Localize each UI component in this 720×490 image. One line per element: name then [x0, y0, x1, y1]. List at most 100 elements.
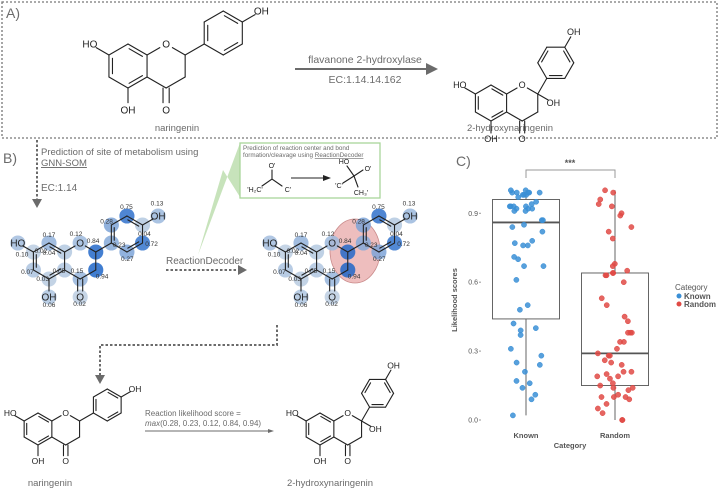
- atom-score: 0.02: [287, 248, 300, 255]
- bond: [362, 215, 380, 226]
- bond: [171, 47, 186, 56]
- point-known: [539, 228, 546, 235]
- atom-label: O: [62, 408, 69, 418]
- double-bond: [379, 241, 392, 249]
- gnn-description: Prediction of site of metabolism using: [41, 147, 198, 158]
- atom-score: 0.72: [145, 241, 158, 248]
- double-bond: [320, 435, 332, 443]
- bond: [361, 406, 371, 422]
- double-bond: [541, 50, 549, 63]
- bond: [564, 36, 572, 48]
- bond: [526, 87, 539, 95]
- point-known: [532, 391, 539, 398]
- score-arguments: (0.28, 0.23, 0.12, 0.84, 0.94): [160, 419, 261, 428]
- bond: [537, 93, 549, 101]
- double-bond: [223, 42, 239, 51]
- atom-score: 0.04: [43, 250, 56, 257]
- bond: [108, 43, 129, 56]
- double-bond: [38, 415, 50, 423]
- product-name-b: 2-hydroxynaringenin: [287, 478, 373, 489]
- bond: [23, 412, 39, 422]
- substrate-name-a: naringenin: [155, 123, 199, 134]
- score-formula-label: Reaction likelihood score =: [145, 409, 241, 418]
- bond: [333, 436, 349, 446]
- bond: [564, 62, 575, 79]
- double-bond: [127, 219, 140, 227]
- point-random: [620, 279, 627, 286]
- dotted-connector: [99, 325, 278, 375]
- atom-score-marker: [324, 289, 340, 305]
- point-known: [513, 359, 520, 366]
- double-bond: [364, 382, 372, 394]
- bond: [474, 84, 492, 95]
- point-known: [515, 194, 522, 201]
- point-random: [603, 302, 610, 308]
- inset-atom: O': [365, 166, 372, 173]
- bond: [92, 388, 108, 398]
- point-random: [628, 368, 635, 375]
- bond: [241, 14, 256, 23]
- point-known: [513, 378, 520, 384]
- bond: [474, 111, 492, 122]
- point-random: [609, 270, 616, 276]
- point-random: [601, 357, 608, 364]
- bond: [464, 87, 476, 95]
- atom-score: 0.07: [273, 269, 286, 276]
- bond: [336, 245, 349, 253]
- panel-a-label: A): [6, 5, 20, 21]
- bond: [347, 242, 364, 253]
- bond: [146, 76, 167, 89]
- atom-score: 0.28: [352, 218, 365, 225]
- point-known: [529, 237, 536, 244]
- bond: [274, 245, 286, 253]
- bond: [305, 412, 321, 422]
- double-bond: [301, 246, 314, 254]
- bond: [84, 245, 97, 253]
- atom-score: 0.72: [397, 241, 410, 248]
- bond: [141, 218, 154, 226]
- point-random: [617, 212, 624, 219]
- double-bond: [223, 15, 239, 24]
- atom-label: HO: [10, 239, 25, 250]
- bond: [296, 415, 307, 422]
- double-bond: [128, 75, 143, 84]
- point-known: [507, 187, 514, 194]
- arrowhead-icon: [268, 429, 274, 433]
- inset-text-line2: formation/cleavage using ReactionDecoder: [243, 152, 363, 159]
- arrowhead-icon: [238, 265, 247, 275]
- point-random: [609, 235, 616, 242]
- reactiondecoder-link[interactable]: ReactionDecoder: [315, 152, 364, 159]
- atom-label: OH: [129, 384, 142, 394]
- atom-score: 0.27: [121, 256, 134, 263]
- bond: [490, 111, 508, 122]
- atom-score-marker: [41, 289, 57, 305]
- double-bond: [128, 48, 143, 57]
- point-known: [517, 306, 523, 313]
- double-bond: [301, 268, 314, 276]
- atom-label: O: [162, 106, 170, 117]
- point-random: [620, 368, 627, 375]
- x-tick-label: Known: [514, 431, 539, 440]
- bond: [319, 436, 335, 446]
- point-known: [510, 412, 516, 419]
- bond: [537, 46, 548, 64]
- atom-score: 0.03: [288, 276, 301, 283]
- atom-score-marker: [402, 208, 418, 224]
- point-random: [624, 267, 631, 274]
- bond: [316, 245, 328, 253]
- point-random: [609, 263, 616, 269]
- gnn-som-link[interactable]: GNN-SOM: [41, 158, 87, 169]
- point-known: [519, 192, 526, 198]
- atom-label: OH: [121, 106, 136, 117]
- score-formula: max(0.28, 0.23, 0.12, 0.84, 0.94): [145, 419, 261, 428]
- point-known: [509, 224, 516, 230]
- bond: [79, 412, 94, 422]
- point-known: [533, 198, 539, 205]
- bond: [506, 111, 523, 122]
- point-random: [610, 189, 617, 196]
- inset-atom: O': [269, 163, 276, 170]
- bond: [48, 269, 66, 280]
- ec-label-b: EC:1.14: [41, 183, 78, 194]
